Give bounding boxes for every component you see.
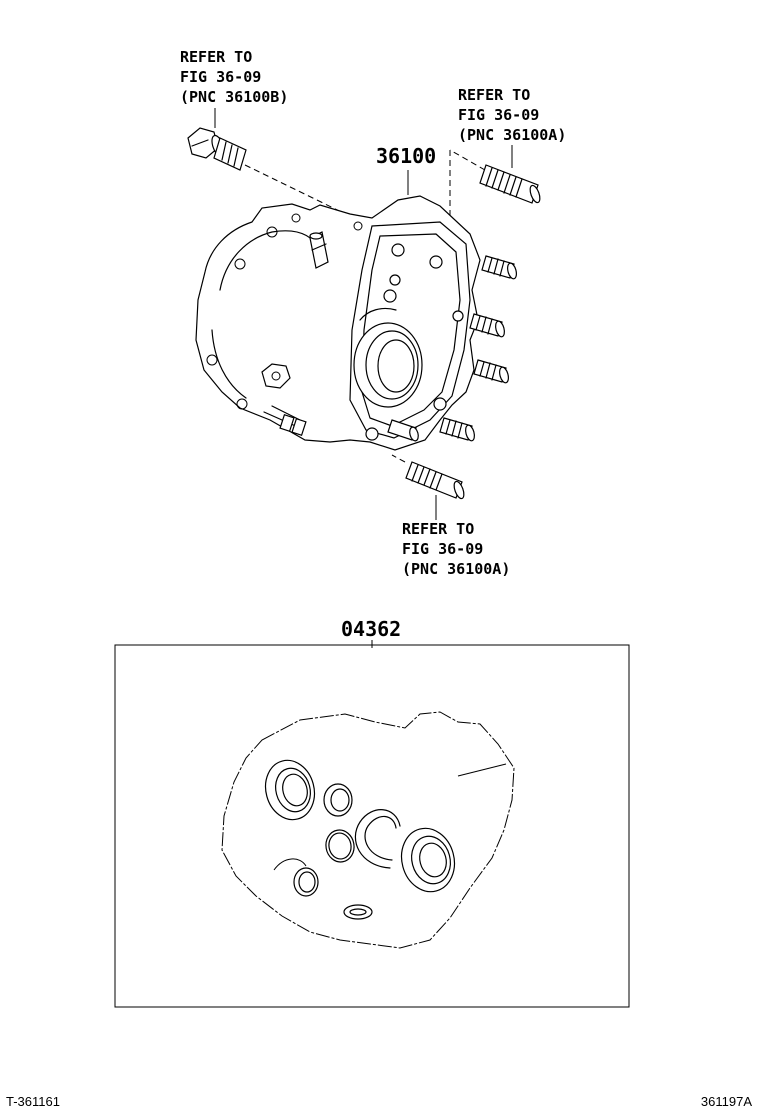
- callout-line: (PNC 36100A): [458, 126, 566, 144]
- gasket-kit-contents: [221, 711, 515, 949]
- flange-bolt-icon: [187, 127, 247, 171]
- callout-line: REFER TO: [402, 520, 474, 538]
- flange-studs: [387, 255, 517, 442]
- callout-line: (PNC 36100A): [402, 560, 510, 578]
- footer-right-code: 361197A: [701, 1094, 752, 1109]
- callout-line: FIG 36-09: [458, 106, 539, 124]
- footer-left-code: T-361161: [6, 1094, 60, 1109]
- callout-line: FIG 36-09: [402, 540, 483, 558]
- callout-top-left: REFER TO FIG 36-09 (PNC 36100B): [180, 48, 288, 106]
- callout-line: FIG 36-09: [180, 68, 261, 86]
- part-number-housing: 36100: [376, 144, 436, 168]
- gasket-kit-frame: [114, 644, 630, 1008]
- callout-line: REFER TO: [458, 86, 530, 104]
- part-number-kit: 04362: [341, 617, 401, 641]
- callout-line: REFER TO: [180, 48, 252, 66]
- callout-line: (PNC 36100B): [180, 88, 288, 106]
- transmission-case-housing: [195, 195, 481, 451]
- callout-top-right: REFER TO FIG 36-09 (PNC 36100A): [458, 86, 566, 144]
- leader-lines: [214, 108, 513, 648]
- stud-bolt-icon-top: [479, 164, 541, 204]
- callout-bottom: REFER TO FIG 36-09 (PNC 36100A): [402, 520, 510, 578]
- stud-bolt-icon-bottom: [405, 461, 465, 500]
